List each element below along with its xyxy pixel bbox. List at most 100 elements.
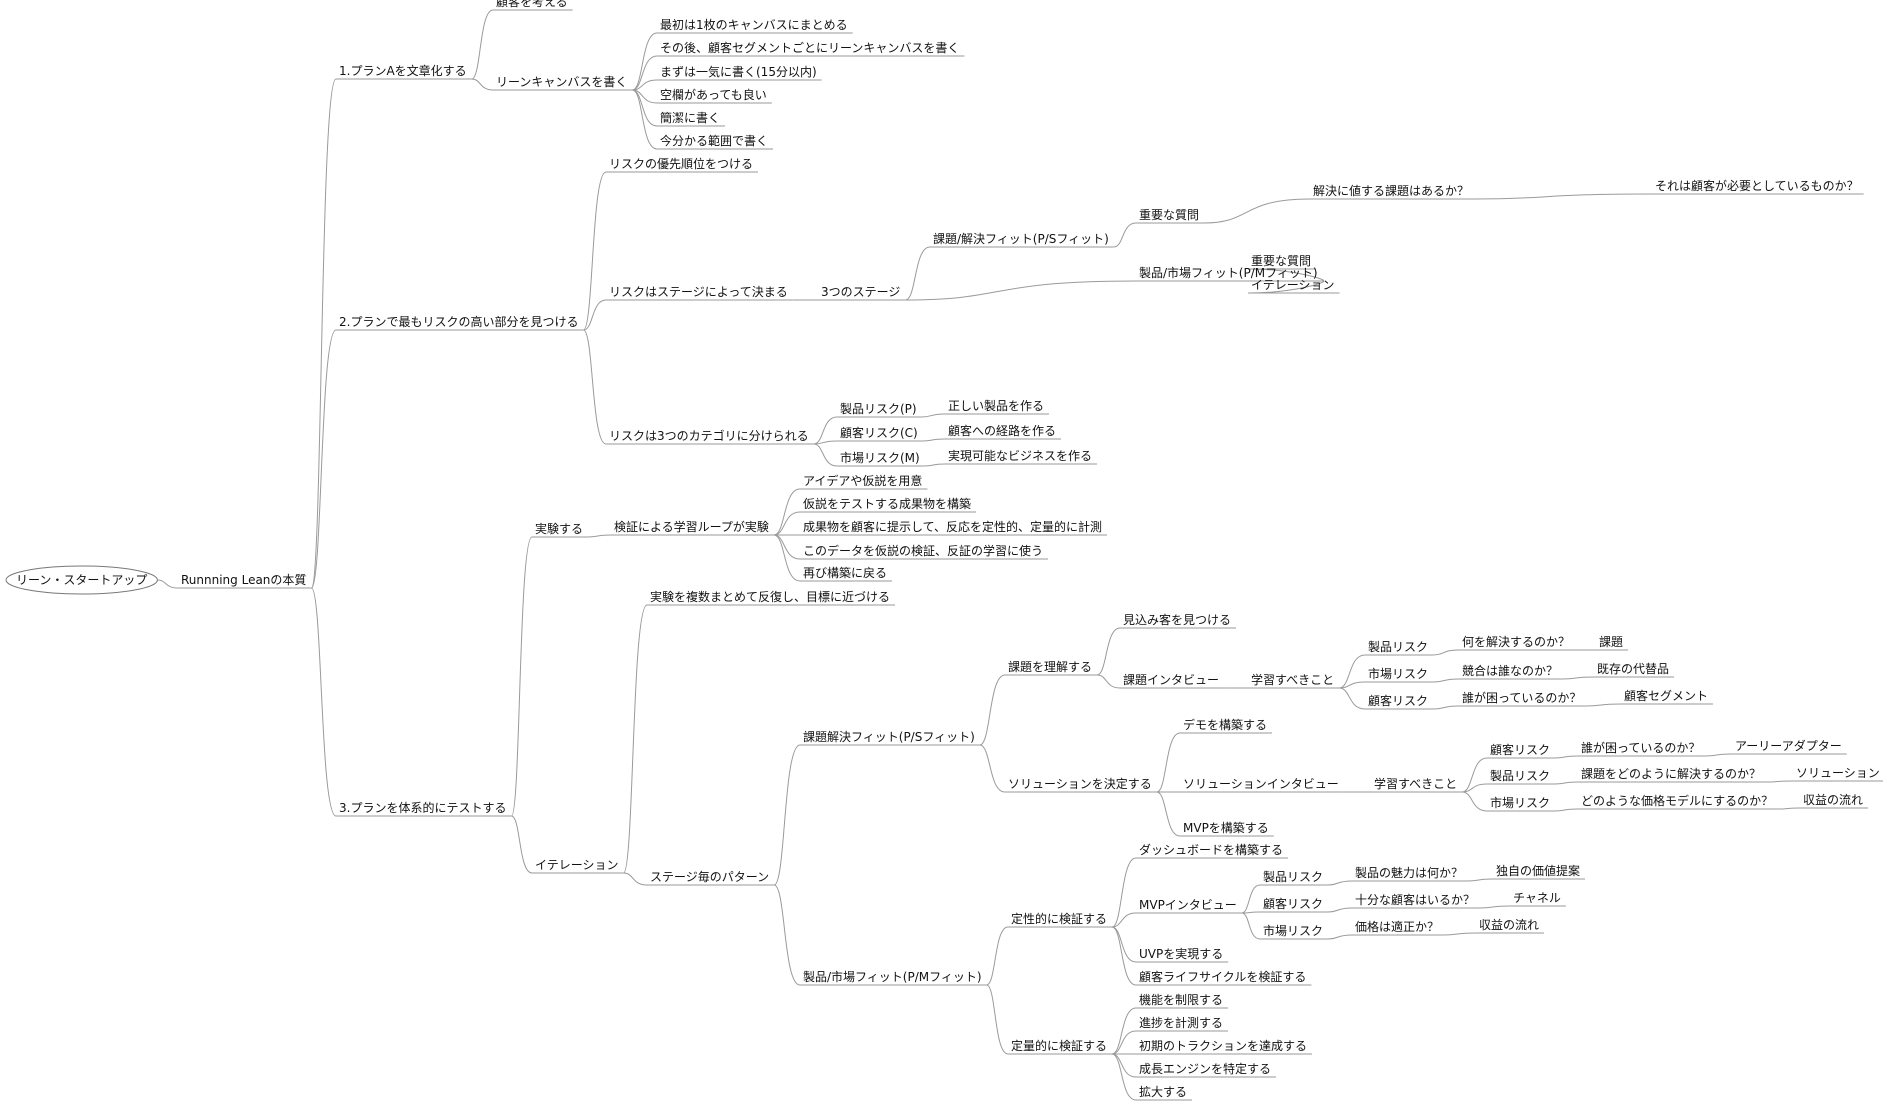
mindmap-branch-connector [1433,705,1460,710]
mindmap-node-label: 顧客リスク(C) [840,425,918,440]
mindmap-branch-connector [773,511,801,536]
mindmap-node-label: リーンキャンバスを書く [496,75,627,89]
mindmap-node-label: 3つのステージ [821,285,900,299]
mindmap-node-label: 製品リスク [1490,769,1550,783]
mindmap-branch-connector [773,534,801,560]
mindmap-branch-connector [632,89,658,127]
mindmap-node-label: 製品の魅力は何か？ [1355,865,1463,880]
mindmap-branch-connector [1433,649,1460,656]
mindmap-branch-connector [1778,807,1801,810]
mindmap-nodes: リーン・スタートアップ Runnning Leanの本質 1.プランAを文章化する顧… [5,0,1880,1099]
mindmap-node-label: 課題インタビュー [1123,672,1219,687]
mindmap-node-label: 価格は適正か？ [1355,919,1439,934]
mindmap-node-label: 市場リスク(M) [840,450,920,465]
mindmap-node-label: 市場リスク [1263,923,1323,938]
mindmap-branch-connector [1433,678,1460,683]
mindmap-branch-connector [1555,808,1579,812]
mindmap-node-label: Runnning Leanの本質 [181,572,306,587]
mindmap-node-label: 課題をどのように解決するのか？ [1581,766,1761,781]
mindmap-branch-connector [1111,857,1137,928]
mindmap-node-label: リスクの優先順位をつける [609,156,753,171]
mindmap-node-label: デモを構築する [1183,717,1267,732]
mindmap-node-label: まずは一気に書く(15分以内) [660,64,817,79]
mindmap-branch-connector [1339,681,1366,689]
mindmap-branch-connector [979,744,1006,793]
mindmap-node-label: 再び構築に戻る [803,565,887,580]
mindmap-branch-connector [1111,926,1137,963]
mindmap-node-label: 学習すべきこと [1251,672,1334,687]
mindmap-node-label: 今分かる範囲で書く [660,133,768,148]
mindmap-branch-connector [632,79,658,91]
mindmap-branch-connector [773,534,801,582]
mindmap-node-label: 誰が困っているのか？ [1462,690,1581,705]
mindmap-node-label: 製品/市場フィット(P/Mフィット) [803,969,982,984]
mindmap-branch-connector [1328,880,1353,886]
mindmap-node-label: 製品リスク(P) [840,402,917,416]
mindmap-node-label: 定性的に検証する [1011,911,1107,926]
mindmap-branch-connector [510,536,533,817]
mindmap-node-label: イテレーション [535,858,619,872]
mindmap-node-label: 実験を複数まとめて反復し、目標に近づける [650,589,890,604]
mindmap-node-label: 重要な質問 [1139,207,1199,222]
mindmap-branch-connector [1096,627,1121,676]
mindmap-branch-connector [582,329,607,445]
mindmap-branch-connector [1111,1007,1137,1055]
mindmap-branch-connector [310,587,337,817]
mindmap-node-label: UVPを実現する [1139,946,1223,961]
mindmap-node-label: 1.プランAを文章化する [339,63,467,78]
mindmap-node-label: このデータを仮説の検証、反証の学習に使う [803,543,1043,558]
mindmap-node-label: リスクは3つのカテゴリに分けられる [609,428,809,443]
mindmap-node-label: 仮説をテストする成果物を構築 [803,496,971,511]
root-node-label: リーン・スタートアップ [16,573,147,587]
mindmap-node-label: 成長エンジンを特定する [1139,1061,1271,1076]
mindmap-node-label: 顧客ライフサイクルを検証する [1139,969,1306,984]
mindmap-node-label: 製品リスク [1368,640,1428,654]
mindmap-branch-connector [1563,676,1595,680]
mindmap-node-label: イテレーション [1251,278,1335,292]
mindmap-node-label: 学習すべきこと [1374,776,1457,791]
mindmap-branch-connector [905,280,1137,301]
mindmap-branch-connector [1241,884,1261,914]
mindmap-branch-connector [924,463,946,467]
mindmap-branch-connector [1468,878,1494,882]
mindmap-branch-connector [1766,780,1794,783]
mindmap-branch-connector [632,55,658,91]
mindmap-branch-connector [1462,783,1488,793]
mindmap-node-label: その後、顧客セグメントごとにリーンキャンバスを書く [660,40,959,55]
mindmap-node-label: 顧客リスク [1368,693,1428,708]
mindmap-node-label: 課題解決フィット(P/Sフィット) [803,729,975,744]
mindmap-branch-connector [773,744,801,886]
mindmap-node-label: どのような価格モデルにするのか？ [1581,793,1773,808]
mindmap-node-label: 進捗を計測する [1139,1015,1223,1030]
mindmap-branch-connector [1705,753,1733,757]
mindmap-branch-connector [1555,755,1579,759]
mindmap-node-label: 空欄があっても良い [660,87,767,102]
mindmap-branch-connector [583,299,607,331]
mindmap-node-label: 検証による学習ループが実験 [614,519,769,534]
mindmap-branch-connector [1113,222,1137,248]
mindmap-node-label: ソリューション [1796,766,1880,780]
mindmap-branch-connector [632,89,658,150]
mindmap-node-label: MVPインタビュー [1139,898,1237,912]
mindmap-branch-connector [986,984,1009,1055]
mindmap-edges [157,9,1883,1101]
mindmap-node-label: ソリューションインタビュー [1183,777,1339,791]
mindmap-branch-connector [1111,912,1137,928]
mindmap-node-label: 顧客リスク [1263,896,1323,911]
mindmap-branch-connector [310,78,337,589]
mindmap-branch-connector [773,884,801,986]
mindmap-branch-connector [1339,654,1366,689]
mindmap-branch-connector [1462,757,1488,793]
mindmap-node-label: 何を解決するのか？ [1462,635,1570,649]
mindmap-branch-connector [1339,687,1366,710]
mindmap-branch-connector [1328,907,1353,913]
mindmap-branch-connector [1555,781,1579,785]
mindmap-branch-connector [1111,1053,1137,1078]
mindmap-node-label: 定量的に検証する [1011,1038,1107,1053]
mindmap-node-label: 拡大する [1139,1085,1187,1099]
mindmap-node-label: 十分な顧客はいるか？ [1355,892,1475,907]
mindmap-branch-connector [1096,674,1121,689]
mindmap-branch-connector [813,443,838,467]
mindmap-node-label: MVPを構築する [1183,820,1269,835]
mindmap-node-label: 収益の流れ [1803,793,1863,807]
